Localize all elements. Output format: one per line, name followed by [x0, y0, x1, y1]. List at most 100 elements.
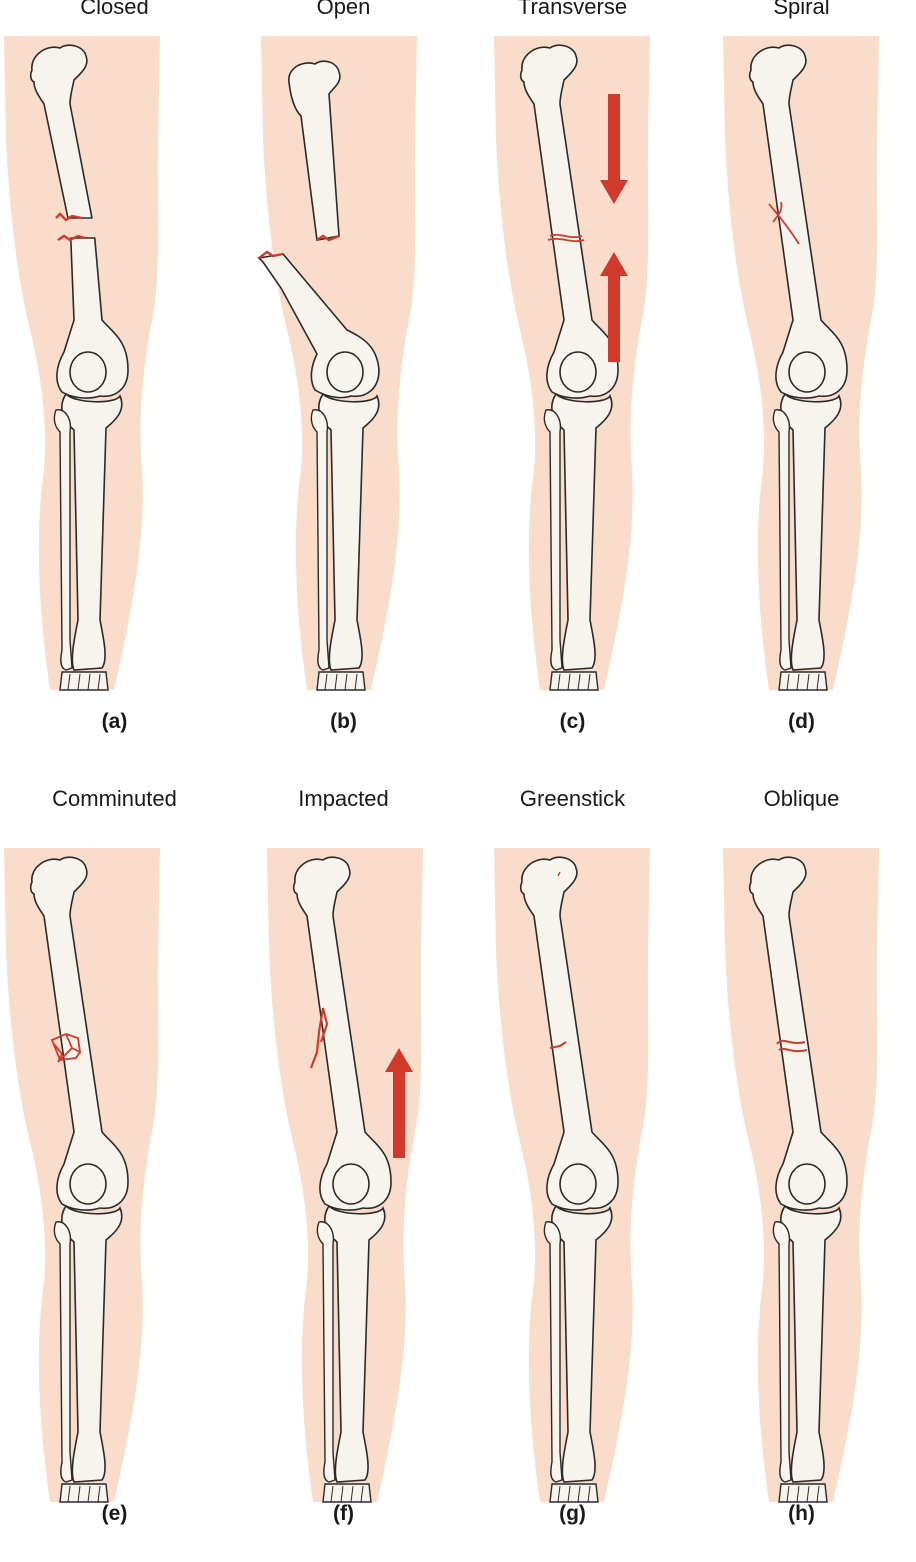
ankle-bones — [549, 1483, 599, 1503]
femur — [292, 856, 392, 1211]
fracture-line — [309, 1007, 329, 1069]
tibia — [61, 1204, 123, 1483]
ankle-line — [567, 673, 571, 691]
tibia — [780, 1204, 842, 1483]
ankle-line — [77, 673, 81, 691]
leg-illustration — [494, 36, 650, 691]
ankle-line — [796, 673, 800, 691]
fibula — [543, 1221, 563, 1483]
femur — [29, 856, 129, 1211]
ankle-line — [67, 1485, 71, 1503]
femur-proximal — [288, 60, 341, 241]
fracture-line — [547, 233, 585, 243]
panel-letter: (a) — [101, 710, 128, 733]
ankle-line — [330, 1485, 334, 1503]
ankle-line — [806, 673, 810, 691]
panel-letter: (f) — [333, 1502, 354, 1525]
panel-title: Greenstick — [519, 786, 626, 811]
ankle-line — [567, 1485, 571, 1503]
femur — [748, 44, 848, 399]
panel-title: Oblique — [763, 786, 840, 811]
panel-letter: (e) — [101, 1502, 128, 1525]
patella — [326, 351, 364, 393]
ankle-line — [587, 673, 591, 691]
fracture-line — [549, 1041, 567, 1049]
ankle-bones — [316, 671, 366, 691]
patella — [559, 351, 597, 393]
ankle-line — [796, 1485, 800, 1503]
tibia — [318, 392, 380, 671]
patella — [788, 351, 826, 393]
ankle-line — [786, 673, 790, 691]
panel-title: Impacted — [298, 786, 389, 811]
leg-group — [4, 848, 160, 1503]
ankle-bones — [549, 671, 599, 691]
panel-title: Comminuted — [52, 786, 177, 811]
fracture-line — [316, 234, 340, 242]
patella — [559, 1163, 597, 1205]
tibia — [324, 1204, 386, 1483]
force-arrow-up-head — [385, 1048, 413, 1072]
panel-title: Open — [316, 0, 371, 19]
panel-c: Transverse (c) — [458, 0, 687, 770]
panel-letter: (g) — [559, 1502, 586, 1525]
leg-group — [257, 36, 417, 691]
ankle-line — [557, 1485, 561, 1503]
panel-letter: (d) — [788, 710, 815, 733]
ankle-line — [816, 1485, 820, 1503]
force-arrow-up-head — [600, 252, 628, 276]
ankle-bones — [778, 1483, 828, 1503]
ankle-line — [97, 1485, 101, 1503]
ankle-line — [97, 673, 101, 691]
fracture-line — [57, 234, 86, 242]
leg-illustration — [723, 36, 879, 691]
panel-title: Transverse — [517, 0, 628, 19]
ankle-bones — [59, 671, 109, 691]
ankle-bones — [778, 671, 828, 691]
femur-proximal — [29, 44, 93, 219]
ankle-bones — [59, 1483, 109, 1503]
patella — [332, 1163, 370, 1205]
panel-a: Closed(a) — [0, 0, 229, 770]
ankle-line — [360, 1485, 364, 1503]
fracture-fragments — [50, 1032, 82, 1063]
panel-h: Oblique (h) — [687, 786, 916, 1562]
force-arrow-up-shaft — [608, 276, 620, 362]
tibia — [551, 392, 613, 671]
ankle-line — [557, 673, 561, 691]
tibia — [780, 392, 842, 671]
leg-group — [723, 36, 879, 691]
ankle-line — [816, 673, 820, 691]
panel-letter: (h) — [788, 1502, 815, 1525]
ankle-line — [67, 673, 71, 691]
femur — [519, 44, 619, 399]
patella — [788, 1163, 826, 1205]
patella — [69, 351, 107, 393]
femur — [748, 856, 848, 1211]
panel-letter: (c) — [559, 710, 586, 733]
tibia — [61, 392, 123, 671]
panel-title: Spiral — [773, 0, 830, 19]
patella — [69, 1163, 107, 1205]
leg-group — [4, 36, 160, 691]
leg-illustration — [4, 36, 160, 691]
leg-illustration — [4, 848, 160, 1503]
fracture-mark — [557, 871, 561, 877]
fibula — [772, 1221, 792, 1483]
force-arrow-down-head — [600, 180, 628, 204]
ankle-line — [806, 1485, 810, 1503]
fracture-line — [258, 250, 284, 259]
leg-illustration — [494, 848, 650, 1503]
ankle-line — [577, 1485, 581, 1503]
force-arrow-up-shaft — [393, 1072, 405, 1158]
force-arrow-down-shaft — [608, 94, 620, 180]
ankle-line — [587, 1485, 591, 1503]
panel-g: Greenstick (g) — [458, 786, 687, 1562]
leg-group — [494, 36, 650, 691]
ankle-line — [577, 673, 581, 691]
fibula — [772, 409, 792, 671]
panel-b: Open(b) — [229, 0, 458, 770]
leg-illustration — [267, 848, 423, 1503]
leg-group — [723, 848, 879, 1503]
fibula — [53, 409, 73, 671]
